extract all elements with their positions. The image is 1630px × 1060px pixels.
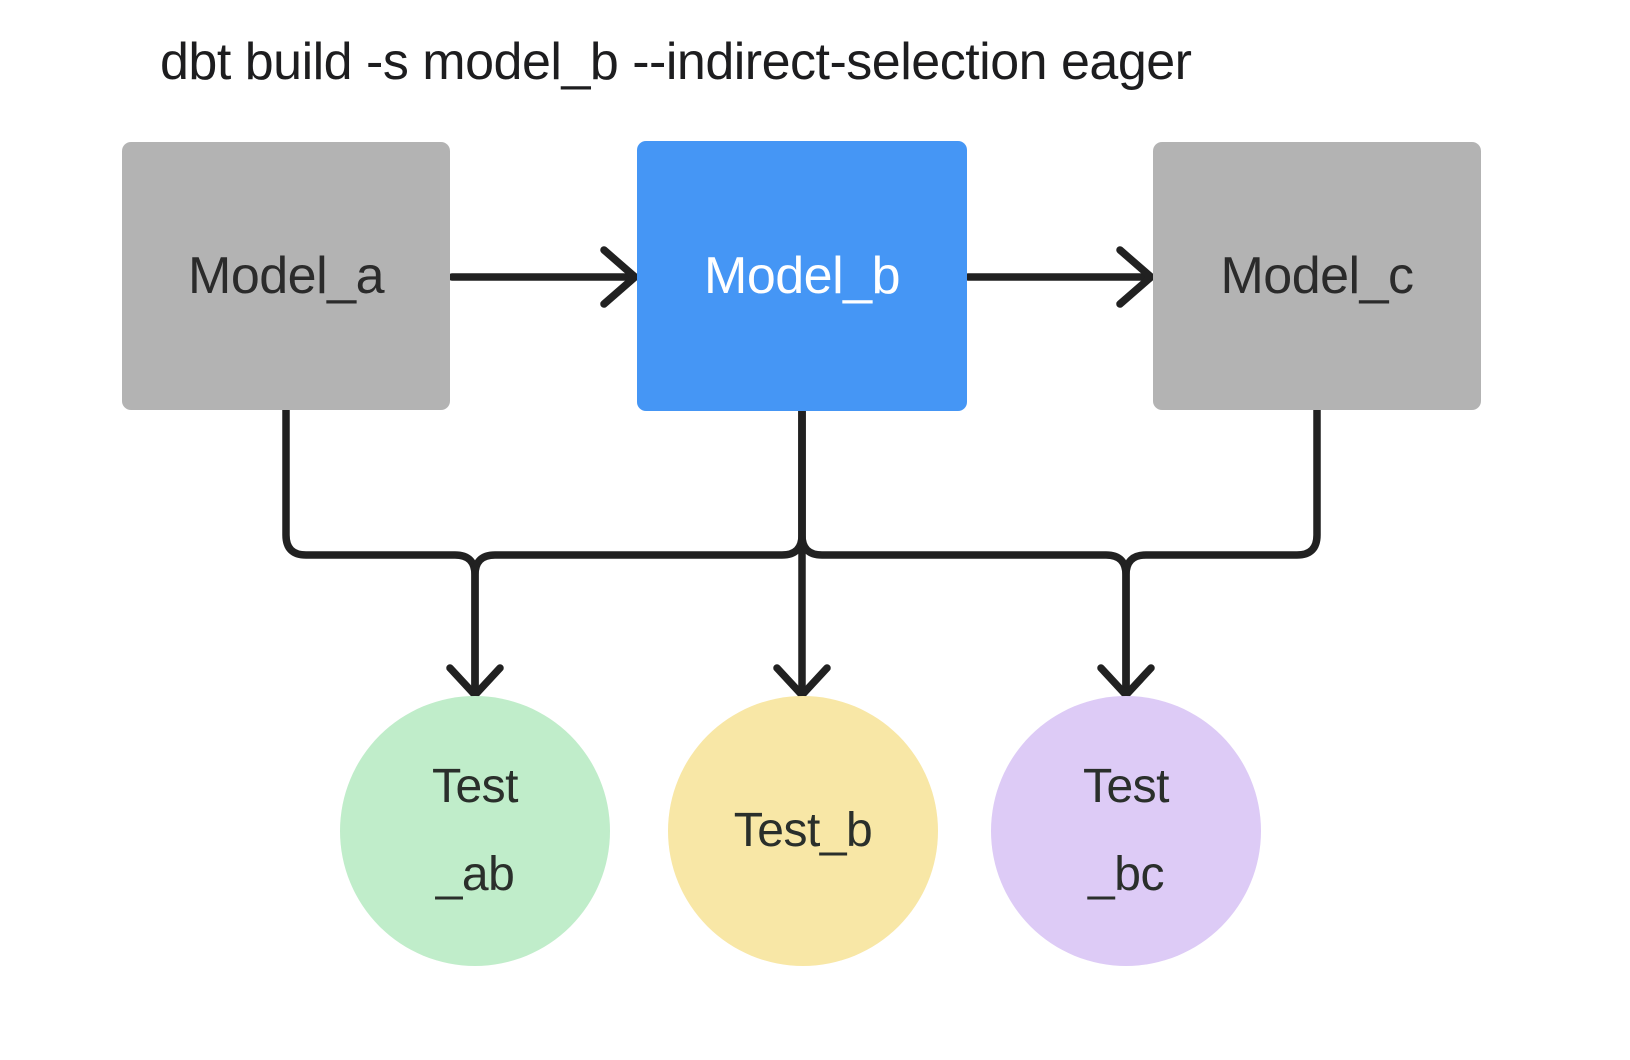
node-model-b-label: Model_b	[704, 247, 900, 305]
arrowhead-model-a-to-model-b	[600, 246, 639, 308]
edge-model-b-to-test-ab	[471, 406, 806, 694]
edge-model-c-to-test-bc	[1122, 406, 1321, 694]
diagram-title: dbt build -s model_b --indirect-selectio…	[160, 33, 1192, 91]
node-test-b-label: Test_b	[733, 804, 873, 857]
arrowhead-test-b	[773, 664, 831, 699]
edge-model-a-to-test-ab	[282, 406, 479, 694]
node-model-a-label: Model_a	[188, 247, 384, 305]
node-test-ab: Test _ab	[340, 696, 610, 966]
arrowhead-test-ab	[446, 664, 504, 699]
node-model-b: Model_b	[637, 141, 967, 411]
node-test-ab-label-line1: Test	[431, 760, 519, 813]
arrowhead-test-bc	[1097, 664, 1155, 699]
edge-model-b-to-test-bc	[798, 406, 1130, 694]
node-test-bc-label-line2: _bc	[1088, 848, 1164, 901]
node-model-c-label: Model_c	[1220, 247, 1414, 305]
arrowhead-model-b-to-model-c	[1116, 246, 1155, 308]
node-test-ab-label-line2: _ab	[435, 848, 515, 901]
node-model-a: Model_a	[122, 142, 450, 410]
node-test-b: Test_b	[668, 696, 938, 966]
node-test-bc: Test _bc	[991, 696, 1261, 966]
node-test-bc-label-line1: Test	[1082, 760, 1170, 813]
node-model-c: Model_c	[1153, 142, 1481, 410]
